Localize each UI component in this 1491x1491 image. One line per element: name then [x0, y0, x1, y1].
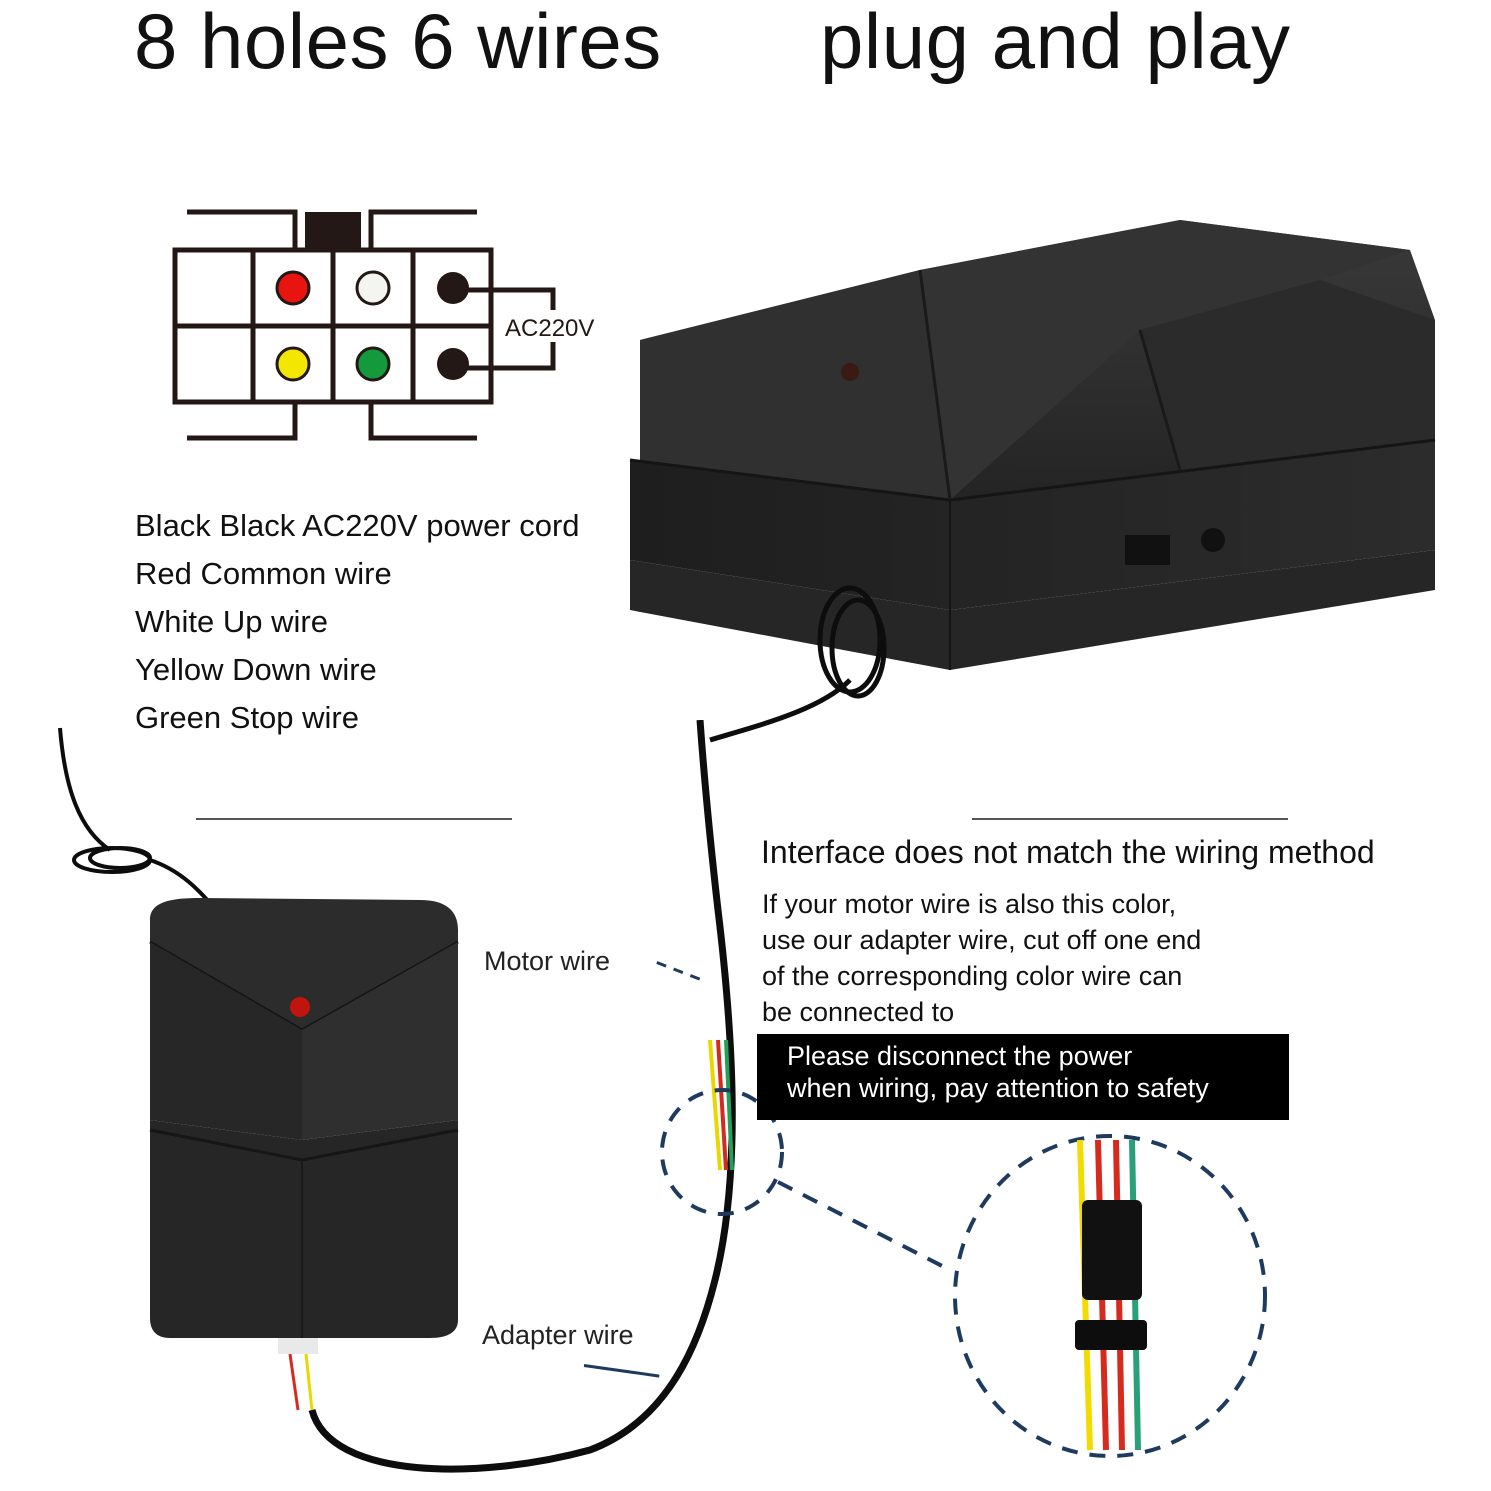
- pin-black-top: [437, 272, 469, 304]
- note-line-3: of the corresponding color wire can: [762, 961, 1183, 991]
- pin-yellow: [275, 346, 311, 382]
- small-dashed-circle: [660, 1088, 784, 1216]
- divider-left: [196, 818, 512, 820]
- pin-white: [355, 270, 391, 306]
- legend-down-wire: Yellow Down wire: [135, 652, 377, 687]
- pin-black-bottom: [437, 348, 469, 380]
- receiver-box-photo: [629, 220, 1436, 743]
- warning-line-2: when wiring, pay attention to safety: [787, 1073, 1209, 1103]
- interface-note-body: If your motor wire is also this color, u…: [762, 886, 1282, 1030]
- headline-plug-and-play: plug and play: [820, 0, 1291, 85]
- legend-power-cord: Black Black AC220V power cord: [135, 508, 580, 543]
- motor-wire-label: Motor wire: [484, 946, 611, 976]
- legend-up-wire: White Up wire: [135, 604, 328, 639]
- small-receiver-photo: [58, 720, 736, 1473]
- legend-stop-wire: Green Stop wire: [135, 700, 359, 735]
- note-line-2: use our adapter wire, cut off one end: [762, 925, 1202, 955]
- headline-holes-wires: 8 holes 6 wires: [134, 0, 662, 85]
- connector-key: [305, 212, 361, 250]
- safety-warning-banner: Please disconnect the power when wiring,…: [757, 1034, 1289, 1120]
- adapter-wire-label: Adapter wire: [482, 1320, 634, 1350]
- divider-right: [972, 818, 1288, 820]
- pin-red: [275, 270, 311, 306]
- interface-note-title: Interface does not match the wiring meth…: [761, 834, 1375, 870]
- pin-green: [355, 346, 391, 382]
- wire-legend: Black Black AC220V power cord Red Common…: [135, 502, 580, 742]
- legend-common-wire: Red Common wire: [135, 556, 392, 591]
- pinout-diagram: AC220V: [172, 209, 603, 441]
- note-line-1: If your motor wire is also this color,: [762, 889, 1177, 919]
- warning-line-1: Please disconnect the power: [787, 1041, 1133, 1071]
- note-line-4: be connected to: [762, 997, 955, 1027]
- large-dashed-circle: [953, 1134, 1267, 1458]
- zoom-callout: [650, 958, 1267, 1458]
- ac220v-label: AC220V: [505, 315, 594, 342]
